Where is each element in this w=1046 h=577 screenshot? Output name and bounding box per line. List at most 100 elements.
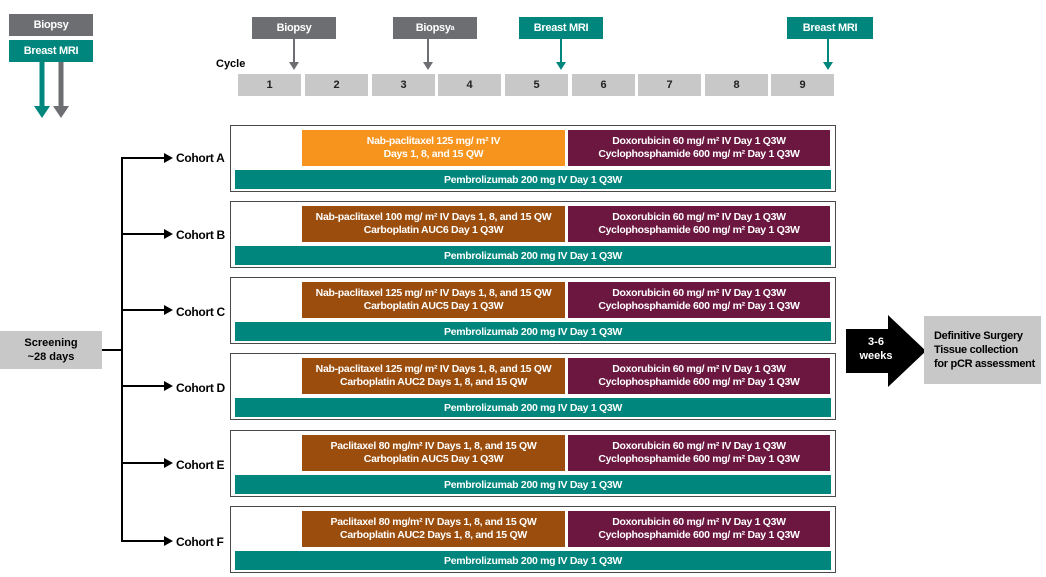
cohort-f-taxane-line2: Carboplatin AUC2 Days 1, 8, and 15 QW — [340, 529, 527, 541]
cohort-f-label: Cohort F — [176, 535, 224, 549]
cohort-d-ac-block: Doxorubicin 60 mg/ m² IV Day 1 Q3W Cyclo… — [568, 358, 830, 394]
interval-range: 3-6 — [868, 336, 884, 348]
biopsy-tag-1-label: Biopsy — [276, 22, 312, 34]
cycle-axis-label: Cycle — [216, 58, 246, 70]
cohort-a-taxane-line1: Nab-paclitaxel 125 mg/ m² IV — [366, 135, 501, 147]
cohort-a-taxane-block: Nab-paclitaxel 125 mg/ m² IV Days 1, 8, … — [302, 130, 565, 166]
cohort-e-ac-block: Doxorubicin 60 mg/ m² IV Day 1 Q3W Cyclo… — [568, 435, 830, 471]
mri-tag-1-label: Breast MRI — [533, 22, 589, 34]
surgery-box: Definitive Surgery Tissue collection for… — [924, 316, 1041, 384]
cycle-box-3: 3 — [372, 74, 435, 96]
biopsy-footnote-marker: a — [450, 24, 455, 32]
cohort-d-taxane-block: Nab-paclitaxel 125 mg/ m² IV Days 1, 8, … — [302, 358, 565, 394]
screening-biopsy-label: Biopsy — [33, 19, 69, 31]
cohort-d-pembro-bar: Pembrolizumab 200 mg IV Day 1 Q3W — [235, 398, 831, 417]
cycle-box-1: 1 — [238, 74, 301, 96]
cohort-e-label: Cohort E — [176, 458, 225, 472]
cohort-c-taxane-line2: Carboplatin AUC5 Day 1 Q3W — [363, 300, 504, 312]
cohort-e-taxane-line1: Paclitaxel 80 mg/m² IV Days 1, 8, and 15… — [330, 440, 537, 452]
cycle-box-9: 9 — [771, 74, 834, 96]
cohort-f-pembro-bar: Pembrolizumab 200 mg IV Day 1 Q3W — [235, 551, 831, 570]
mri-tag-1: Breast MRI — [519, 17, 603, 39]
cohort-e-taxane-line2: Carboplatin AUC5 Day 1 Q3W — [363, 453, 504, 465]
cohort-c-label: Cohort C — [176, 305, 225, 319]
cohort-c-ac-line2: Cyclophosphamide 600 mg/ m² Day 1 Q3W — [598, 300, 800, 312]
branch-arrowhead-b — [164, 229, 173, 239]
cohort-b-taxane-block: Nab-paclitaxel 100 mg/ m² IV Days 1, 8, … — [302, 206, 565, 242]
surgery-line1: Definitive Surgery — [934, 330, 1023, 342]
biopsy-tag-2-label: Biopsy — [415, 22, 451, 34]
cycle-box-5: 5 — [505, 74, 568, 96]
surgery-line2: Tissue collection — [934, 344, 1018, 356]
cohort-d-label: Cohort D — [176, 381, 225, 395]
screening-box: Screening ~28 days — [0, 331, 102, 369]
screening-biopsy-tag: Biopsy — [9, 14, 93, 36]
cohort-e-pembro-bar: Pembrolizumab 200 mg IV Day 1 Q3W — [235, 475, 831, 494]
interval-label: 3-6 weeks — [846, 335, 906, 363]
cycle-box-6: 6 — [572, 74, 635, 96]
cohort-b-ac-block: Doxorubicin 60 mg/ m² IV Day 1 Q3W Cyclo… — [568, 206, 830, 242]
cohort-f-taxane-line1: Paclitaxel 80 mg/m² IV Days 1, 8, and 15… — [330, 516, 537, 528]
mri-tag-2: Breast MRI — [787, 17, 873, 39]
cohort-d-taxane-line1: Nab-paclitaxel 125 mg/ m² IV Days 1, 8, … — [315, 363, 552, 375]
cohort-c-pembro-bar: Pembrolizumab 200 mg IV Day 1 Q3W — [235, 322, 831, 341]
cohort-d-taxane-line2: Carboplatin AUC2 Days 1, 8, and 15 QW — [340, 376, 527, 388]
cohort-d-ac-line1: Doxorubicin 60 mg/ m² IV Day 1 Q3W — [612, 363, 786, 375]
cohort-b-frame: Nab-paclitaxel 100 mg/ m² IV Days 1, 8, … — [230, 201, 836, 268]
cohort-b-ac-line1: Doxorubicin 60 mg/ m² IV Day 1 Q3W — [612, 211, 786, 223]
branch-arrow-c — [121, 309, 166, 311]
cohort-a-label: Cohort A — [176, 151, 225, 165]
branch-arrow-b — [121, 233, 166, 235]
cohort-b-label: Cohort B — [176, 228, 225, 242]
cohort-a-ac-line1: Doxorubicin 60 mg/ m² IV Day 1 Q3W — [612, 135, 786, 147]
cohort-a-ac-line2: Cyclophosphamide 600 mg/ m² Day 1 Q3W — [598, 148, 800, 160]
cohort-e-ac-line1: Doxorubicin 60 mg/ m² IV Day 1 Q3W — [612, 440, 786, 452]
cohort-c-ac-line1: Doxorubicin 60 mg/ m² IV Day 1 Q3W — [612, 287, 786, 299]
screening-duration: ~28 days — [27, 351, 75, 363]
cohort-a-pembro-bar: Pembrolizumab 200 mg IV Day 1 Q3W — [235, 170, 831, 189]
cohort-b-pembro-bar: Pembrolizumab 200 mg IV Day 1 Q3W — [235, 246, 831, 265]
cohort-c-taxane-line1: Nab-paclitaxel 125 mg/ m² IV Days 1, 8, … — [315, 287, 552, 299]
branch-arrowhead-e — [164, 458, 173, 468]
branch-arrow-d — [121, 385, 166, 387]
cohort-d-ac-line2: Cyclophosphamide 600 mg/ m² Day 1 Q3W — [598, 376, 800, 388]
cohort-c-ac-block: Doxorubicin 60 mg/ m² IV Day 1 Q3W Cyclo… — [568, 282, 830, 318]
interval-arrow-shape — [846, 315, 926, 387]
cycle-box-7: 7 — [638, 74, 701, 96]
biopsy-tag-1: Biopsy — [252, 17, 336, 39]
cohort-c-taxane-block: Nab-paclitaxel 125 mg/ m² IV Days 1, 8, … — [302, 282, 565, 318]
cohort-e-taxane-block: Paclitaxel 80 mg/m² IV Days 1, 8, and 15… — [302, 435, 565, 471]
cohort-f-ac-line1: Doxorubicin 60 mg/ m² IV Day 1 Q3W — [612, 516, 786, 528]
cohort-a-frame: Nab-paclitaxel 125 mg/ m² IV Days 1, 8, … — [230, 125, 836, 192]
branch-arrowhead-c — [164, 305, 173, 315]
cohort-b-taxane-line2: Carboplatin AUC6 Day 1 Q3W — [363, 224, 504, 236]
cohort-f-ac-line2: Cyclophosphamide 600 mg/ m² Day 1 Q3W — [598, 529, 800, 541]
cohort-e-frame: Paclitaxel 80 mg/m² IV Days 1, 8, and 15… — [230, 430, 836, 497]
cohort-b-taxane-line1: Nab-paclitaxel 100 mg/ m² IV Days 1, 8, … — [315, 211, 552, 223]
cohort-b-ac-line2: Cyclophosphamide 600 mg/ m² Day 1 Q3W — [598, 224, 800, 236]
cycle-box-4: 4 — [438, 74, 501, 96]
cohort-c-frame: Nab-paclitaxel 125 mg/ m² IV Days 1, 8, … — [230, 277, 836, 344]
surgery-line3: for pCR assessment — [934, 358, 1035, 370]
cohort-d-frame: Nab-paclitaxel 125 mg/ m² IV Days 1, 8, … — [230, 353, 836, 420]
branch-arrowhead-d — [164, 381, 173, 391]
cohort-f-ac-block: Doxorubicin 60 mg/ m² IV Day 1 Q3W Cyclo… — [568, 511, 830, 547]
cohort-a-ac-block: Doxorubicin 60 mg/ m² IV Day 1 Q3W Cyclo… — [568, 130, 830, 166]
branch-arrow-f — [121, 540, 166, 542]
screening-label: Screening — [24, 337, 78, 349]
cycle-box-2: 2 — [305, 74, 368, 96]
branch-arrowhead-a — [164, 153, 173, 163]
screening-mri-label: Breast MRI — [23, 45, 79, 57]
interval-unit: weeks — [859, 350, 893, 362]
cohort-f-frame: Paclitaxel 80 mg/m² IV Days 1, 8, and 15… — [230, 506, 836, 573]
cycle-box-8: 8 — [705, 74, 768, 96]
screening-connector — [102, 349, 122, 351]
cohort-e-ac-line2: Cyclophosphamide 600 mg/ m² Day 1 Q3W — [598, 453, 800, 465]
cohort-f-taxane-block: Paclitaxel 80 mg/m² IV Days 1, 8, and 15… — [302, 511, 565, 547]
branch-trunk — [121, 157, 123, 542]
branch-arrow-e — [121, 462, 166, 464]
cohort-a-taxane-line2: Days 1, 8, and 15 QW — [383, 148, 484, 160]
